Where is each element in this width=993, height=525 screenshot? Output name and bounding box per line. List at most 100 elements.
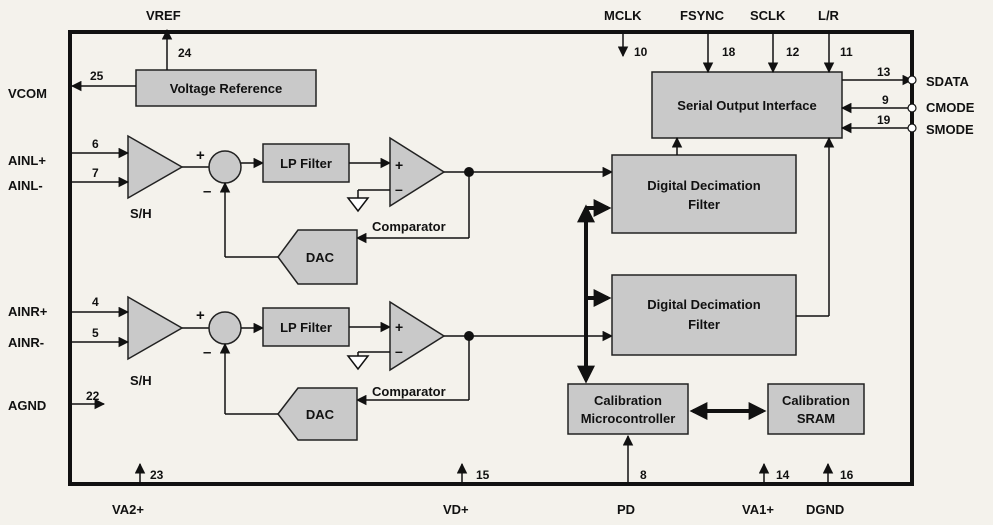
- svg-text:8: 8: [640, 468, 647, 482]
- svg-text:–: –: [203, 344, 211, 361]
- svg-text:VA1+: VA1+: [742, 502, 774, 517]
- digital-decimation-filter-left: Digital Decimation Filter: [611, 154, 797, 234]
- calibration-microcontroller-block: Calibration Microcontroller: [567, 383, 689, 435]
- comparator-right: [389, 300, 446, 372]
- svg-text:Digital Decimation: Digital Decimation: [647, 297, 760, 312]
- svg-text:Filter: Filter: [688, 317, 720, 332]
- serial-output-interface-label: Serial Output Interface: [677, 98, 816, 113]
- pin-agnd: AGND 22: [8, 389, 100, 413]
- chip-outline: [68, 30, 914, 486]
- svg-text:12: 12: [786, 45, 800, 59]
- svg-text:+: +: [395, 157, 403, 173]
- svg-text:VD+: VD+: [443, 502, 469, 517]
- svg-text:Microcontroller: Microcontroller: [581, 411, 676, 426]
- svg-text:VA2+: VA2+: [112, 502, 144, 517]
- svg-text:13: 13: [877, 65, 891, 79]
- svg-text:DGND: DGND: [806, 502, 844, 517]
- pin-ainr-plus: AINR+ 4: [8, 295, 99, 319]
- svg-text:23: 23: [150, 468, 164, 482]
- pin-ainl-minus: AINL- 7: [8, 166, 99, 193]
- svg-text:6: 6: [92, 137, 99, 151]
- summing-junction-left: [208, 150, 242, 184]
- voltage-reference-block: Voltage Reference: [135, 69, 317, 107]
- pin-smode: 19 SMODE: [877, 113, 974, 137]
- svg-text:4: 4: [92, 295, 99, 309]
- svg-text:7: 7: [92, 166, 99, 180]
- svg-text:PD: PD: [617, 502, 635, 517]
- svg-text:MCLK: MCLK: [604, 8, 642, 23]
- serial-output-interface-block: Serial Output Interface: [651, 71, 843, 139]
- svg-text:25: 25: [90, 69, 104, 83]
- pin-mclk: MCLK 10: [604, 8, 648, 59]
- svg-text:–: –: [395, 343, 403, 359]
- comparator-left: [389, 136, 446, 208]
- svg-text:FSYNC: FSYNC: [680, 8, 725, 23]
- svg-text:AGND: AGND: [8, 398, 46, 413]
- comparator-right-label: Comparator: [372, 384, 446, 399]
- sample-hold-right: [127, 295, 184, 361]
- svg-text:15: 15: [476, 468, 490, 482]
- pin-ainl-plus: AINL+ 6: [8, 137, 99, 168]
- svg-text:AINL-: AINL-: [8, 178, 43, 193]
- pin-ainr-minus: AINR- 5: [8, 326, 99, 350]
- digital-decimation-filter-right: Digital Decimation Filter: [611, 274, 797, 356]
- svg-text:Filter: Filter: [688, 197, 720, 212]
- comparator-left-label: Comparator: [372, 219, 446, 234]
- svg-text:16: 16: [840, 468, 854, 482]
- svg-text:18: 18: [722, 45, 736, 59]
- svg-text:VCOM: VCOM: [8, 86, 47, 101]
- svg-text:AINR-: AINR-: [8, 335, 44, 350]
- svg-text:SRAM: SRAM: [797, 411, 835, 426]
- dac-left: [277, 229, 358, 285]
- svg-text:5: 5: [92, 326, 99, 340]
- svg-text:Calibration: Calibration: [782, 393, 850, 408]
- pin-lr: L/R 11: [818, 8, 853, 59]
- voltage-reference-label: Voltage Reference: [170, 81, 282, 96]
- lp-filter-right: LP Filter: [262, 307, 350, 347]
- sh-right-label: S/H: [130, 373, 152, 388]
- svg-text:22: 22: [86, 389, 100, 403]
- pin-cmode: 9 CMODE: [882, 93, 975, 115]
- dac-right: [277, 387, 358, 441]
- sh-left-label: S/H: [130, 206, 152, 221]
- svg-text:+: +: [196, 307, 205, 324]
- svg-text:LP Filter: LP Filter: [280, 156, 332, 171]
- pin-sdata: 13 SDATA: [877, 65, 969, 89]
- pin-fsync: FSYNC 18: [680, 8, 736, 59]
- pin-sclk: SCLK 12: [750, 8, 800, 59]
- svg-text:–: –: [395, 181, 403, 197]
- svg-text:AINL+: AINL+: [8, 153, 46, 168]
- svg-text:LP Filter: LP Filter: [280, 320, 332, 335]
- summing-junction-right: [208, 311, 242, 345]
- pin-pd: 8 PD: [617, 468, 647, 517]
- pin-vref: VREF 24: [146, 8, 192, 60]
- svg-text:+: +: [395, 319, 403, 335]
- pin-va2plus: 23 VA2+: [112, 468, 164, 517]
- svg-text:DAC: DAC: [306, 407, 335, 422]
- svg-text:10: 10: [634, 45, 648, 59]
- svg-text:SDATA: SDATA: [926, 74, 969, 89]
- svg-text:24: 24: [178, 46, 192, 60]
- sum-plus-left: +: [196, 147, 205, 164]
- pin-dgnd: 16 DGND: [806, 468, 854, 517]
- svg-text:11: 11: [840, 45, 853, 59]
- pin-vdplus: 15 VD+: [443, 468, 490, 517]
- svg-text:SCLK: SCLK: [750, 8, 786, 23]
- sample-hold-left: [127, 134, 184, 200]
- svg-text:L/R: L/R: [818, 8, 840, 23]
- svg-text:DAC: DAC: [306, 250, 335, 265]
- pin-va1plus: 14 VA1+: [742, 468, 790, 517]
- svg-text:CMODE: CMODE: [926, 100, 975, 115]
- lp-filter-left: LP Filter: [262, 143, 350, 183]
- svg-text:Digital Decimation: Digital Decimation: [647, 178, 760, 193]
- svg-text:19: 19: [877, 113, 891, 127]
- calibration-sram-block: Calibration SRAM: [767, 383, 865, 435]
- svg-text:VREF: VREF: [146, 8, 181, 23]
- svg-text:AINR+: AINR+: [8, 304, 48, 319]
- svg-text:SMODE: SMODE: [926, 122, 974, 137]
- sum-minus-left: –: [203, 183, 211, 200]
- svg-text:Calibration: Calibration: [594, 393, 662, 408]
- svg-text:9: 9: [882, 93, 889, 107]
- svg-text:14: 14: [776, 468, 790, 482]
